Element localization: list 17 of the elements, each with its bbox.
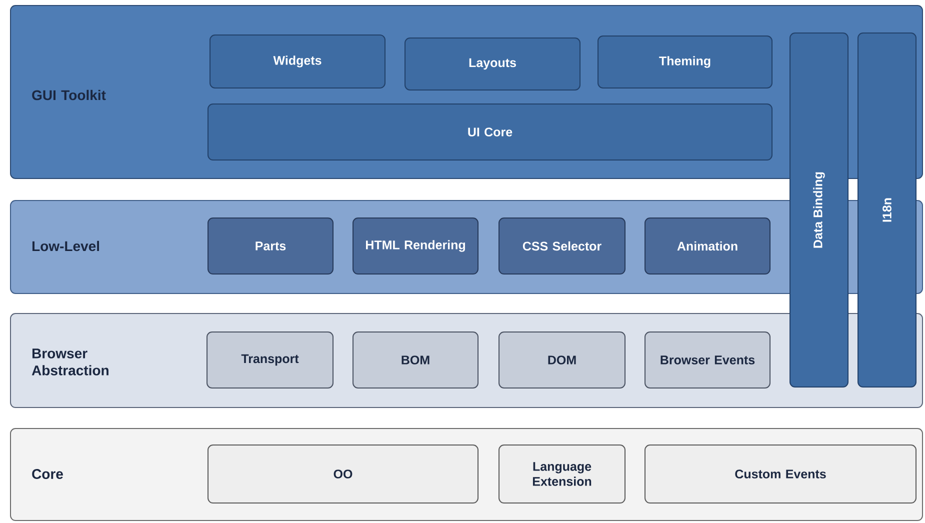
component-box: Parts bbox=[208, 218, 334, 274]
component-box: Transport bbox=[206, 332, 334, 388]
component-box: OO bbox=[208, 444, 478, 504]
vertical-box: I18n bbox=[858, 32, 916, 388]
component-box: HTML Rendering bbox=[352, 218, 478, 274]
vertical-box: Data Binding bbox=[790, 32, 848, 388]
component-box: Custom Events bbox=[644, 444, 916, 504]
component-box: Language Extension bbox=[498, 444, 626, 504]
component-box: Animation bbox=[644, 218, 770, 274]
component-box: Layouts bbox=[404, 38, 580, 90]
component-box: Theming bbox=[598, 36, 772, 88]
component-box: Widgets bbox=[210, 34, 386, 88]
component-box: Browser Events bbox=[644, 332, 770, 388]
component-box: CSS Selector bbox=[498, 218, 626, 274]
component-box: BOM bbox=[352, 332, 478, 388]
component-box: DOM bbox=[498, 332, 626, 388]
component-box: UI Core bbox=[208, 104, 772, 160]
